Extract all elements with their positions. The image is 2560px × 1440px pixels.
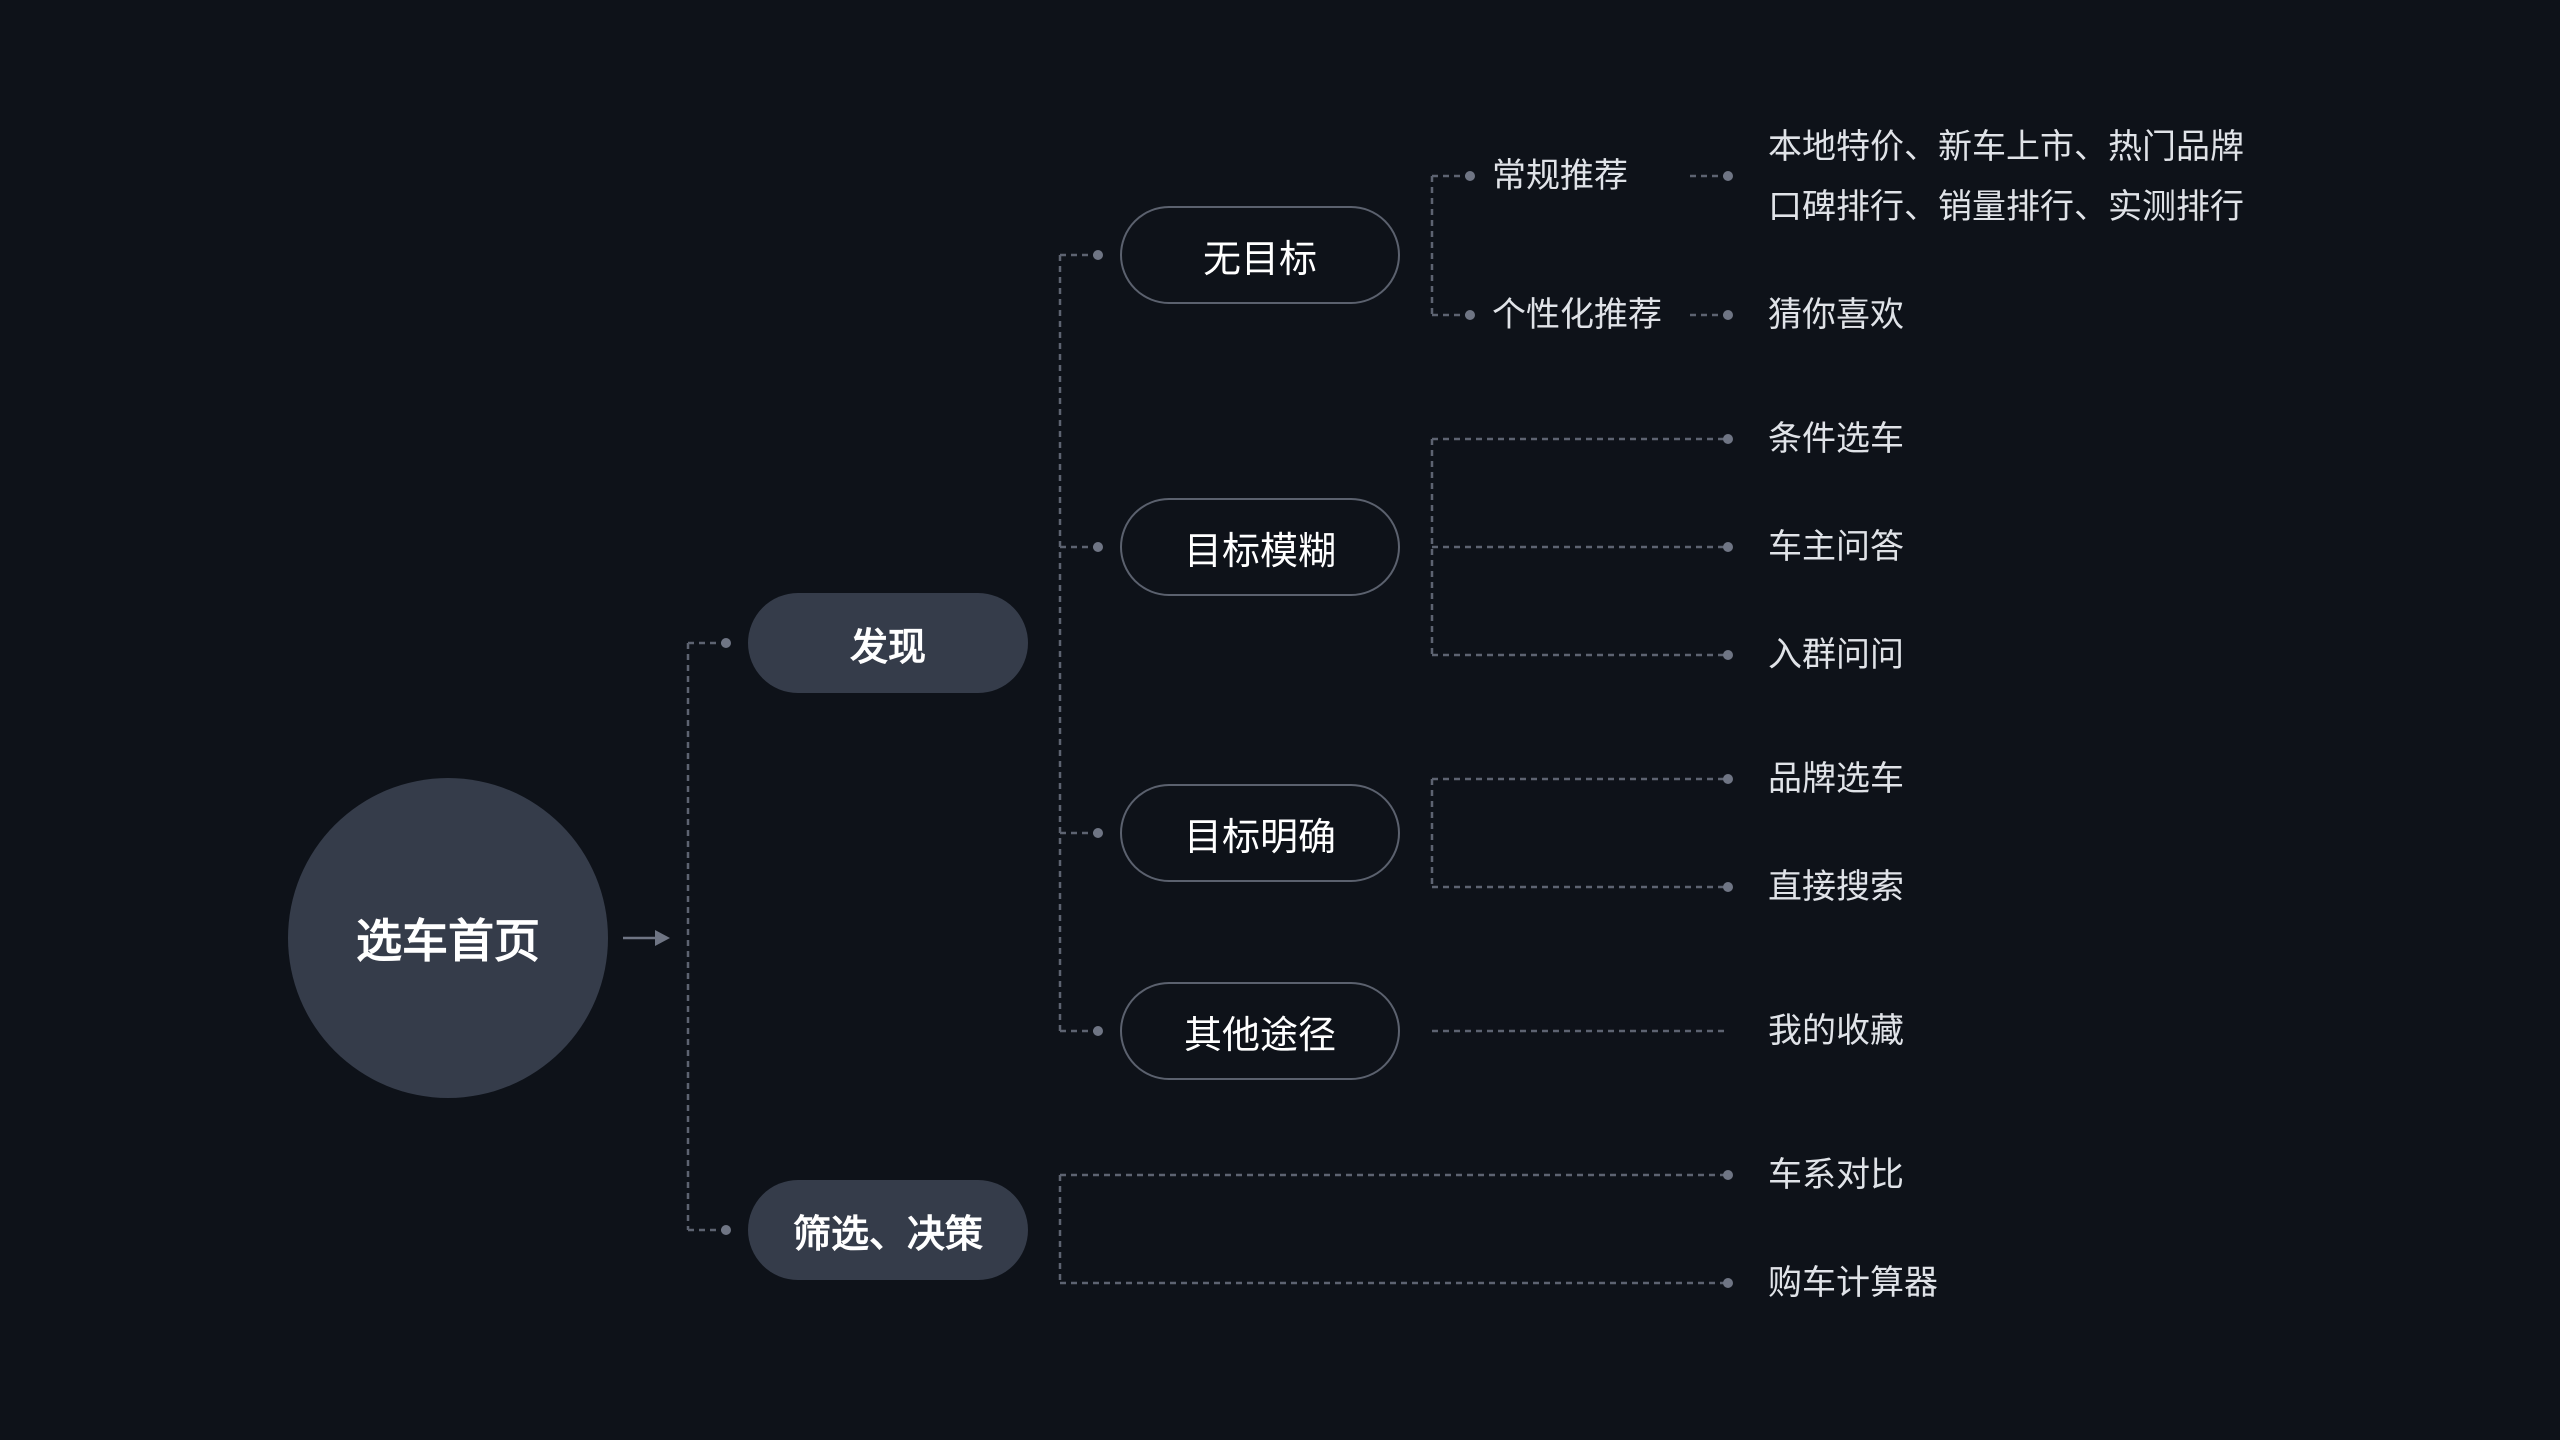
subnode-label: 目标模糊 [1183,528,1336,573]
leaf-owner-qa: 车主问答 [1768,527,1904,567]
branch-node-filter-decide: 筛选、决策 [748,1180,1028,1280]
leaf-guess-you-like: 猜你喜欢 [1768,295,1904,335]
dot-condition-select [1723,434,1733,444]
dot-discover [721,638,731,648]
root-node-car-home: 选车首页 [288,778,608,1098]
dot-regular [1465,171,1475,181]
dot-filter [721,1225,731,1235]
dot-personalized [1465,310,1475,320]
dot-vague-target [1093,542,1103,552]
root-arrow-head [655,930,670,946]
dot-clear-target [1093,828,1103,838]
subnode-label: 其他途径 [1183,1012,1336,1057]
dot-no-target [1093,250,1103,260]
dot-car-calculator [1723,1278,1733,1288]
leaf-join-group: 入群问问 [1768,635,1904,675]
dot-owner-qa [1723,542,1733,552]
subnode-label: 无目标 [1202,236,1317,281]
branch-label: 发现 [849,624,926,669]
branch-label: 筛选、决策 [792,1211,983,1256]
leaf-car-calculator: 购车计算器 [1768,1263,1938,1303]
category-personalized-recommend: 个性化推荐 [1492,295,1662,335]
subnode-label: 目标明确 [1183,814,1336,859]
branch-node-discover: 发现 [748,593,1028,693]
root-label: 选车首页 [356,914,540,968]
dot-other-ways [1093,1026,1103,1036]
leaf-condition-select: 条件选车 [1768,419,1904,459]
leaf-regular-line-2: 口碑排行、销量排行、实测排行 [1768,187,2244,227]
dot-series-compare [1723,1170,1733,1180]
subnode-other-ways: 其他途径 [1120,982,1400,1080]
category-regular-recommend: 常规推荐 [1492,156,1628,196]
dot-direct-search [1723,882,1733,892]
leaf-direct-search: 直接搜索 [1768,867,1904,907]
leaf-regular-line-1: 本地特价、新车上市、热门品牌 [1768,127,2244,167]
subnode-clear-target: 目标明确 [1120,784,1400,882]
leaf-my-favorites: 我的收藏 [1768,1011,1904,1051]
subnode-vague-target: 目标模糊 [1120,498,1400,596]
dot-brand-select [1723,774,1733,784]
subnode-no-target: 无目标 [1120,206,1400,304]
leaf-brand-select: 品牌选车 [1768,759,1904,799]
leaf-series-compare: 车系对比 [1768,1155,1904,1195]
dot-regular-leaf [1723,171,1733,181]
dot-join-group [1723,650,1733,660]
dot-personalized-leaf [1723,310,1733,320]
